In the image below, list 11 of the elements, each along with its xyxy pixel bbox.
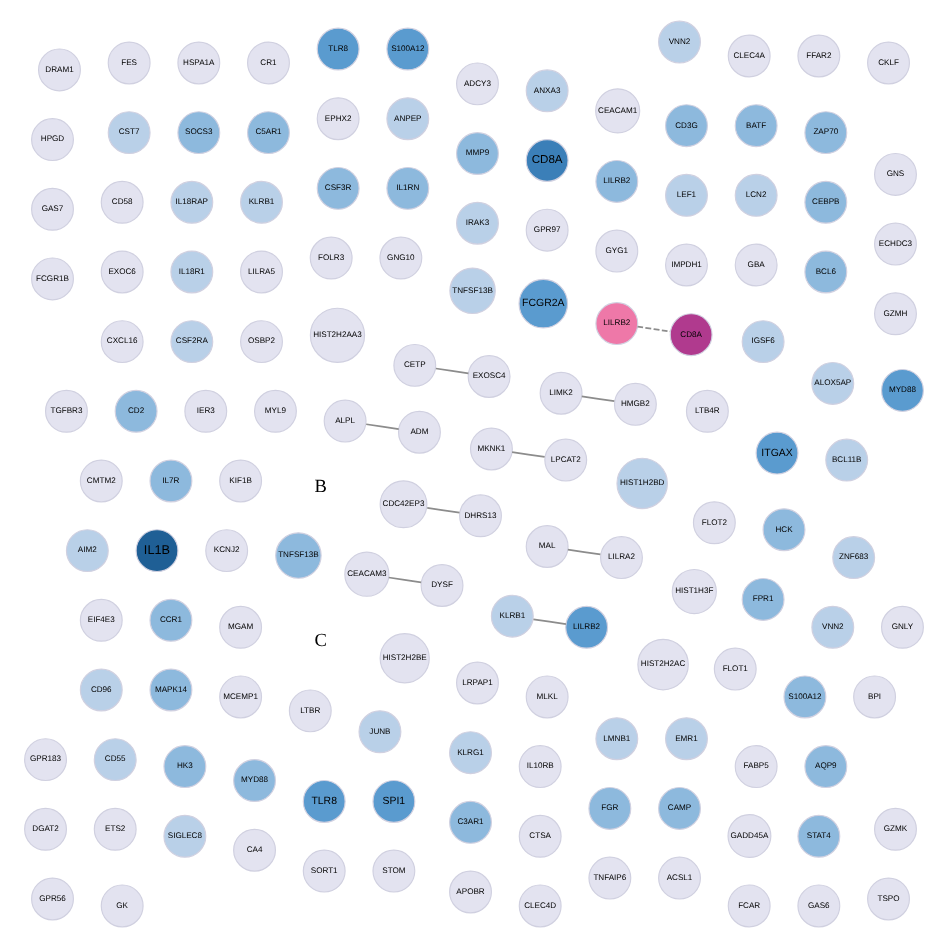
connector — [532, 618, 567, 626]
label: B — [314, 478, 327, 499]
connector — [365, 423, 400, 430]
connector — [567, 548, 602, 556]
connector — [387, 576, 422, 584]
connector — [636, 325, 671, 333]
connector — [435, 367, 470, 375]
label: C — [314, 631, 327, 652]
connector — [580, 395, 616, 403]
connector — [426, 507, 461, 514]
connector — [511, 451, 546, 458]
